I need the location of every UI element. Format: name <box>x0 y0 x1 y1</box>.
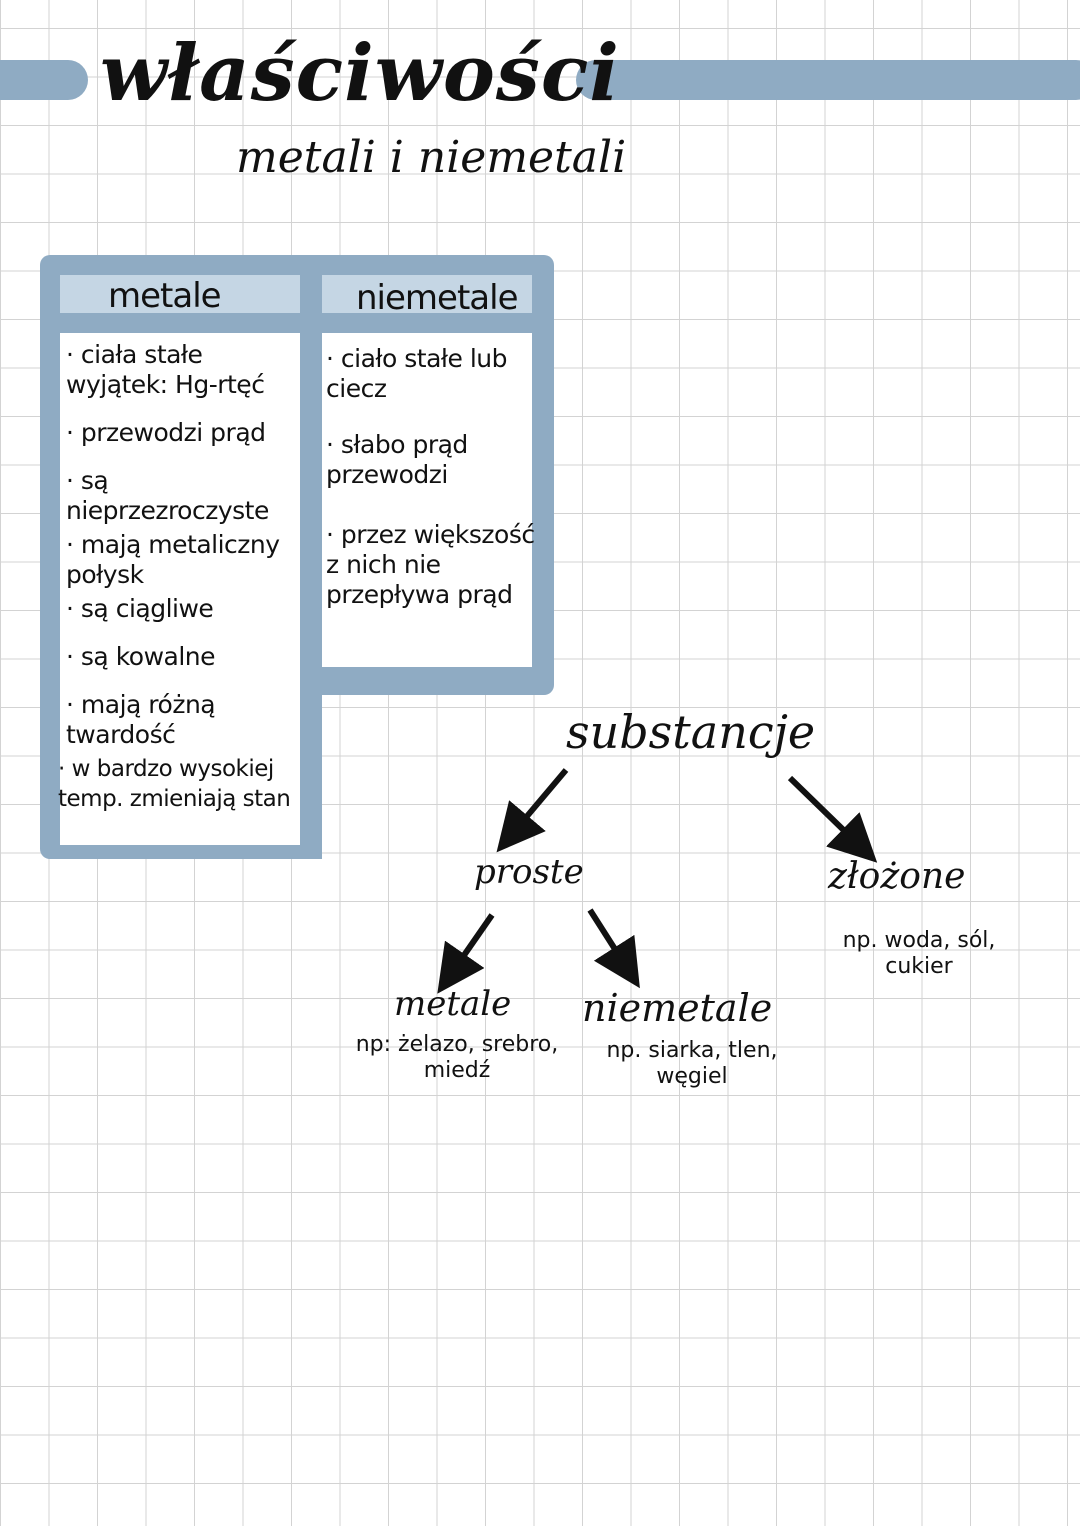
diagram-node-compound: złożone <box>828 856 966 897</box>
list-item: są kowalne <box>66 642 316 672</box>
diagram-node-nonmetals: niemetale <box>582 986 773 1030</box>
diagram-root: substancje <box>566 705 816 759</box>
arrow-simple-to-nonmetals <box>587 908 640 989</box>
list-item: są nieprzezroczyste <box>66 466 316 526</box>
metals-header-cell <box>60 275 300 313</box>
arrow-root-to-compound <box>787 775 878 863</box>
nonmetals-examples: np. siarka, tlen, węgiel <box>606 1038 778 1089</box>
list-item: przewodzi prąd <box>66 418 316 448</box>
list-item: mają metaliczny połysk <box>66 530 316 590</box>
list-item: słabo prąd przewodzi <box>326 430 536 490</box>
list-item: przez większość z nich nie przepływa prą… <box>326 520 536 610</box>
list-item: w bardzo wysokiej temp. zmieniają stan <box>58 754 316 814</box>
metals-properties-list: ciała stałe wyjątek: Hg-rtęć przewodzi p… <box>58 340 316 832</box>
metals-header: metale <box>108 276 222 316</box>
list-item: ciało stałe lub ciecz <box>326 344 536 404</box>
page-title: właściwości <box>100 28 620 119</box>
list-item: ciała stałe wyjątek: Hg-rtęć <box>66 340 316 400</box>
nonmetals-header: niemetale <box>356 278 518 318</box>
nonmetals-properties-list: ciało stałe lub ciecz słabo prąd przewod… <box>326 344 536 628</box>
page-subtitle: metali i niemetali <box>236 132 627 183</box>
list-item: są ciągliwe <box>66 594 316 624</box>
arrow-root-to-simple <box>496 768 569 853</box>
arrow-simple-to-metals <box>437 913 495 994</box>
metals-examples: np: żelazo, srebro, miedź <box>355 1032 559 1083</box>
nonmetals-header-cell <box>322 275 532 313</box>
title-bar-left <box>0 60 88 100</box>
compound-examples: np. woda, sól, cukier <box>842 928 996 979</box>
diagram-node-simple: proste <box>474 852 584 892</box>
list-item: mają różną twardość <box>66 690 316 750</box>
diagram-node-metals: metale <box>394 984 512 1024</box>
title-bar-right <box>576 60 1080 100</box>
